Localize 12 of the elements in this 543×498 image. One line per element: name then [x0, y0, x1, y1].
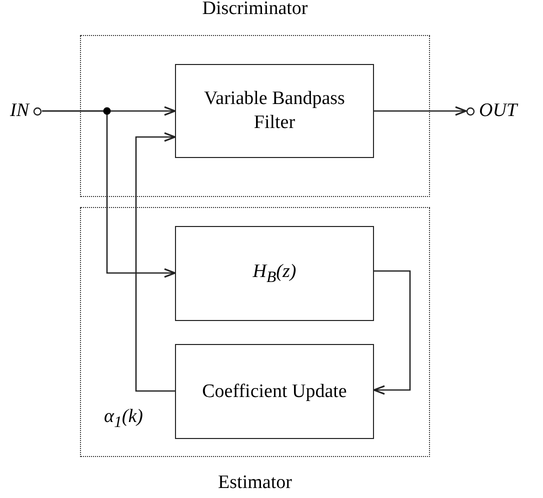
- filter-block: Variable Bandpass Filter: [175, 64, 374, 158]
- terminal-label: OUT: [479, 100, 518, 122]
- transfer-function-block: H$_{B}$(z): [175, 226, 374, 321]
- signal-label: α$_{1}$(k): [104, 406, 143, 432]
- arrow: [374, 106, 467, 116]
- terminal-label: IN: [10, 100, 29, 122]
- region-title: Estimator: [217, 472, 293, 494]
- arrow: [42, 110, 176, 278]
- arrow: [373, 270, 411, 395]
- region-title: Discriminator: [201, 0, 309, 20]
- coefficient-update-block: Coefficient Update: [175, 344, 374, 439]
- arrow: [135, 132, 176, 392]
